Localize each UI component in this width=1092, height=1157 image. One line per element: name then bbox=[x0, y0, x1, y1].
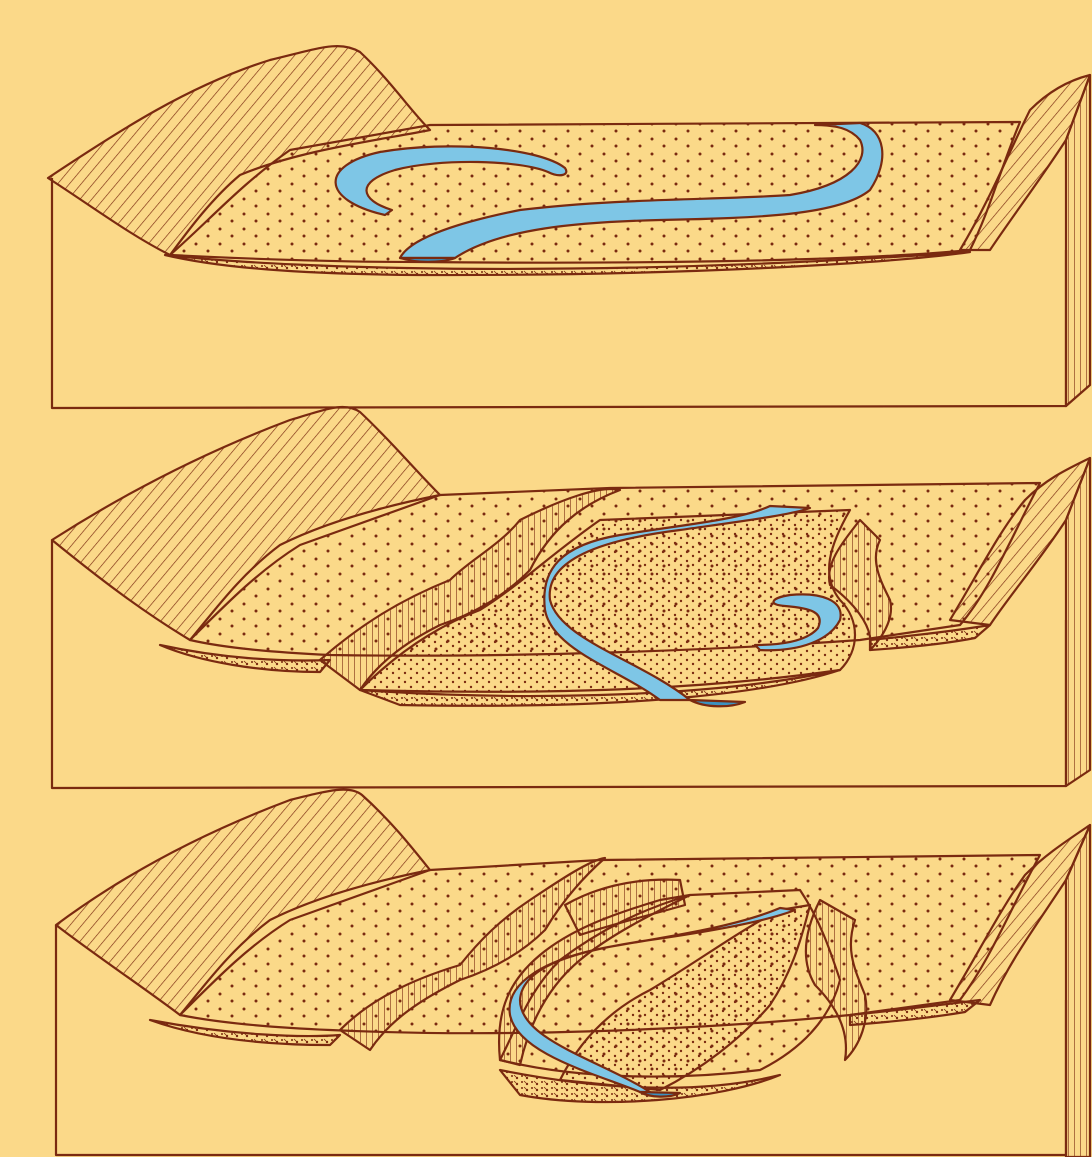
block-right-face bbox=[1066, 825, 1090, 1157]
